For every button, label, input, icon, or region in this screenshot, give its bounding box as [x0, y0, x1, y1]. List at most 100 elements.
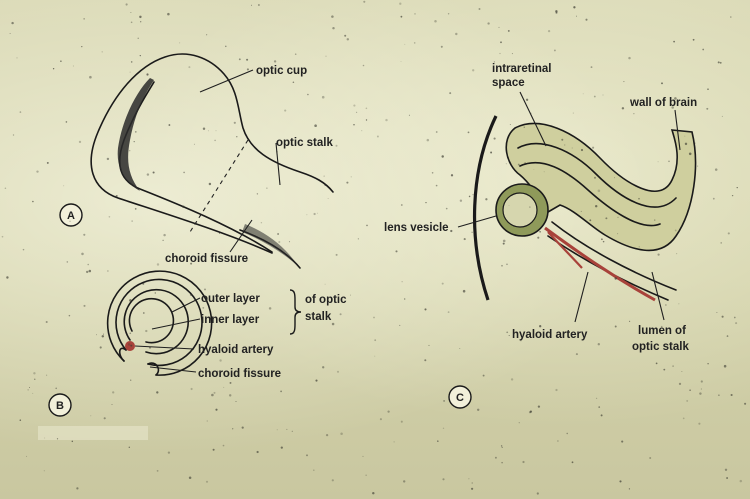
- speckle: [235, 401, 236, 402]
- speckle: [501, 265, 503, 267]
- speckle: [73, 65, 74, 66]
- speckle: [229, 394, 231, 396]
- speckle: [557, 440, 559, 442]
- speckle: [206, 34, 207, 35]
- speckle: [727, 335, 729, 337]
- speckle: [89, 76, 92, 79]
- speckle: [306, 454, 308, 456]
- speckle: [278, 241, 280, 243]
- speckle: [53, 68, 54, 69]
- speckle: [494, 61, 495, 62]
- speckle: [26, 456, 27, 457]
- speckle: [442, 478, 444, 480]
- speckle: [658, 161, 659, 162]
- speckle: [427, 139, 430, 142]
- speckle: [399, 325, 400, 326]
- leader-choroid-fissure-b: [150, 367, 196, 372]
- speckle: [328, 198, 329, 199]
- speckle: [87, 264, 89, 266]
- speckle: [102, 51, 103, 52]
- section-dashed-line: [190, 140, 248, 232]
- speckle: [598, 343, 600, 345]
- speckle: [128, 343, 130, 345]
- speckle: [569, 175, 571, 177]
- speckle: [401, 421, 403, 423]
- speckle: [353, 124, 354, 125]
- speckle: [372, 492, 374, 494]
- speckle: [728, 232, 730, 234]
- speckle: [698, 423, 700, 425]
- speckle: [554, 49, 556, 51]
- speckle: [725, 469, 727, 471]
- speckle: [322, 366, 324, 368]
- speckle: [347, 38, 349, 40]
- speckle: [400, 16, 402, 18]
- speckle: [356, 112, 357, 113]
- speckle: [404, 44, 405, 45]
- speckle: [332, 27, 334, 29]
- speckle: [204, 288, 206, 290]
- optic-stalk-lower-outline: [240, 230, 300, 268]
- speckle: [598, 406, 600, 408]
- speckle: [90, 415, 91, 416]
- speckle: [451, 174, 453, 176]
- speckle: [707, 363, 708, 364]
- speckle: [13, 134, 14, 135]
- speckle: [366, 225, 368, 227]
- label-wall-of-brain: wall of brain: [629, 97, 697, 109]
- speckle: [685, 143, 687, 145]
- speckle: [720, 62, 722, 64]
- speckle: [10, 33, 11, 34]
- label-outer-layer: outer layer: [201, 293, 260, 305]
- speckle: [358, 238, 359, 239]
- leader-lens-vesicle: [458, 216, 496, 227]
- speckle: [206, 481, 208, 483]
- speckle: [134, 141, 135, 142]
- speckle: [179, 42, 180, 43]
- speckle: [129, 150, 130, 151]
- speckle: [605, 217, 607, 219]
- speckle: [598, 190, 601, 193]
- speckle: [522, 461, 524, 463]
- speckle: [564, 144, 565, 145]
- speckle: [639, 246, 640, 247]
- speckle: [495, 457, 497, 459]
- speckle: [585, 19, 587, 21]
- speckle: [143, 312, 145, 314]
- speckle: [572, 461, 574, 463]
- speckle: [363, 456, 364, 457]
- speckle: [155, 292, 156, 293]
- speckle: [353, 105, 355, 107]
- speckle: [29, 387, 30, 388]
- speckle: [306, 214, 307, 215]
- speckle: [603, 241, 605, 243]
- speckle: [344, 35, 346, 37]
- speckle: [601, 238, 603, 240]
- speckle: [744, 403, 746, 405]
- stalk-inner-ring-inner-edge: [129, 299, 173, 343]
- speckle: [380, 418, 382, 420]
- speckle: [153, 171, 155, 173]
- speckle: [130, 72, 131, 73]
- speckle: [623, 81, 624, 82]
- speckle: [234, 122, 236, 124]
- speckle: [209, 183, 211, 185]
- speckle: [366, 475, 367, 476]
- speckle: [573, 6, 575, 8]
- panel-b: outer layer inner layer of optic stalk h…: [49, 271, 347, 416]
- speckle: [107, 270, 108, 271]
- speckle: [502, 447, 503, 448]
- speckle: [44, 470, 45, 471]
- speckle: [246, 258, 248, 260]
- speckle: [67, 261, 69, 263]
- speckle: [621, 441, 623, 443]
- speckle: [446, 208, 448, 210]
- speckle: [663, 369, 665, 371]
- label-optic-stalk: optic stalk: [276, 137, 333, 149]
- speckle: [511, 378, 513, 380]
- speckle: [46, 321, 48, 323]
- speckle: [116, 195, 118, 197]
- speckle: [138, 38, 139, 39]
- speckle: [432, 172, 434, 174]
